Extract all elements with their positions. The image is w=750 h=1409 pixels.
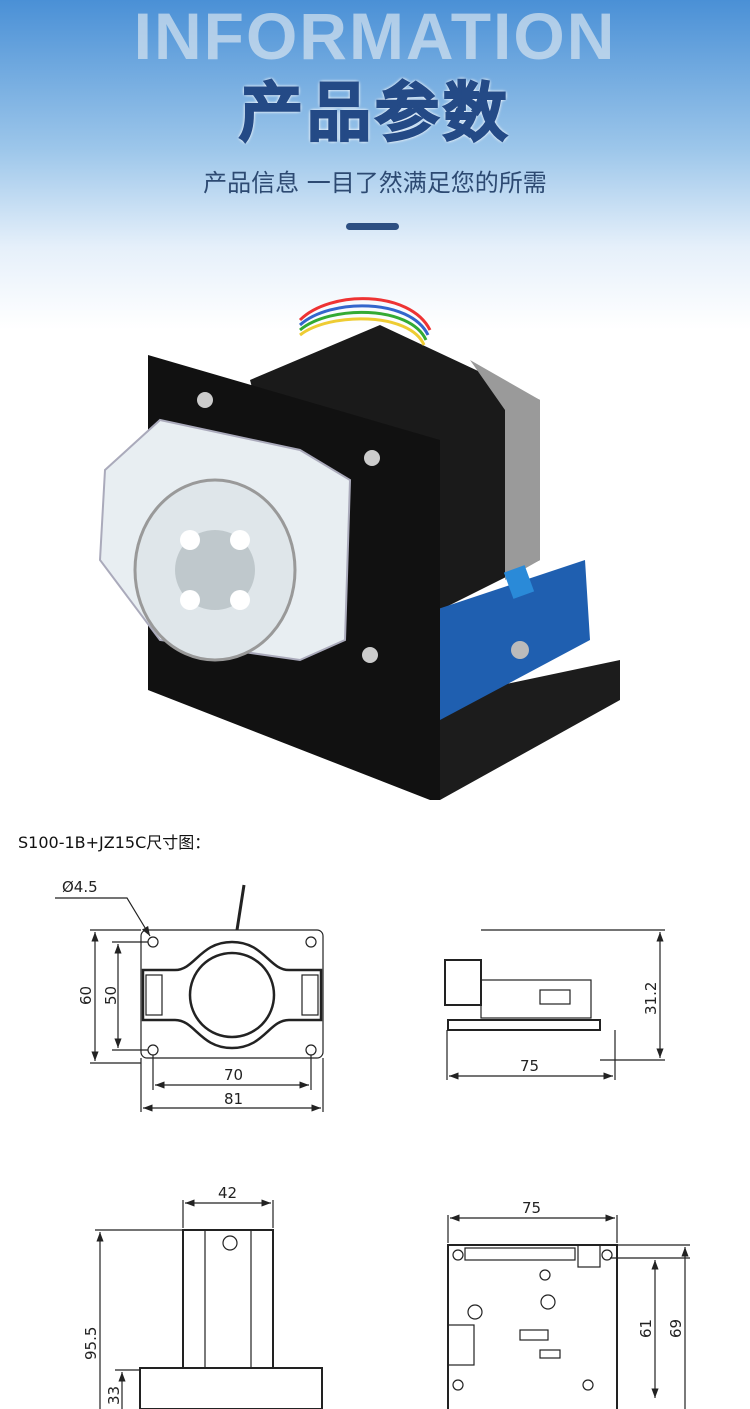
dim-front-height-inner: 50 bbox=[102, 986, 120, 1005]
board-view-drawing bbox=[447, 1214, 690, 1409]
title-divider bbox=[346, 223, 399, 230]
drawing-caption: S100-1B+JZ15C尺寸图： bbox=[18, 833, 211, 852]
page-subtitle: 产品信息 一目了然满足您的所需 bbox=[203, 169, 547, 197]
dim-side-length: 75 bbox=[520, 1057, 539, 1075]
page-title: 产品参数 bbox=[238, 76, 511, 152]
dim-front-height-outer: 60 bbox=[77, 986, 95, 1005]
dim-side-height: 31.2 bbox=[642, 982, 660, 1015]
side-view-drawing bbox=[444, 929, 665, 1080]
hero-banner bbox=[0, 0, 750, 330]
motor-view-drawing bbox=[95, 1199, 323, 1409]
dim-board-height-outer: 69 bbox=[667, 1319, 685, 1338]
dim-board-width: 75 bbox=[522, 1199, 541, 1217]
dim-hole-diameter: Ø4.5 bbox=[62, 878, 98, 896]
dim-board-height-inner: 61 bbox=[637, 1319, 655, 1338]
front-view-drawing bbox=[55, 884, 324, 1112]
dim-motor-height: 95.5 bbox=[82, 1327, 100, 1360]
product-photo bbox=[98, 297, 620, 800]
dim-motor-base: 33 bbox=[105, 1386, 123, 1405]
dim-front-width-inner: 70 bbox=[224, 1066, 243, 1084]
watermark-text: INFORMATION bbox=[133, 0, 617, 73]
dim-motor-width: 42 bbox=[218, 1184, 237, 1202]
dim-front-width-outer: 81 bbox=[224, 1090, 243, 1108]
